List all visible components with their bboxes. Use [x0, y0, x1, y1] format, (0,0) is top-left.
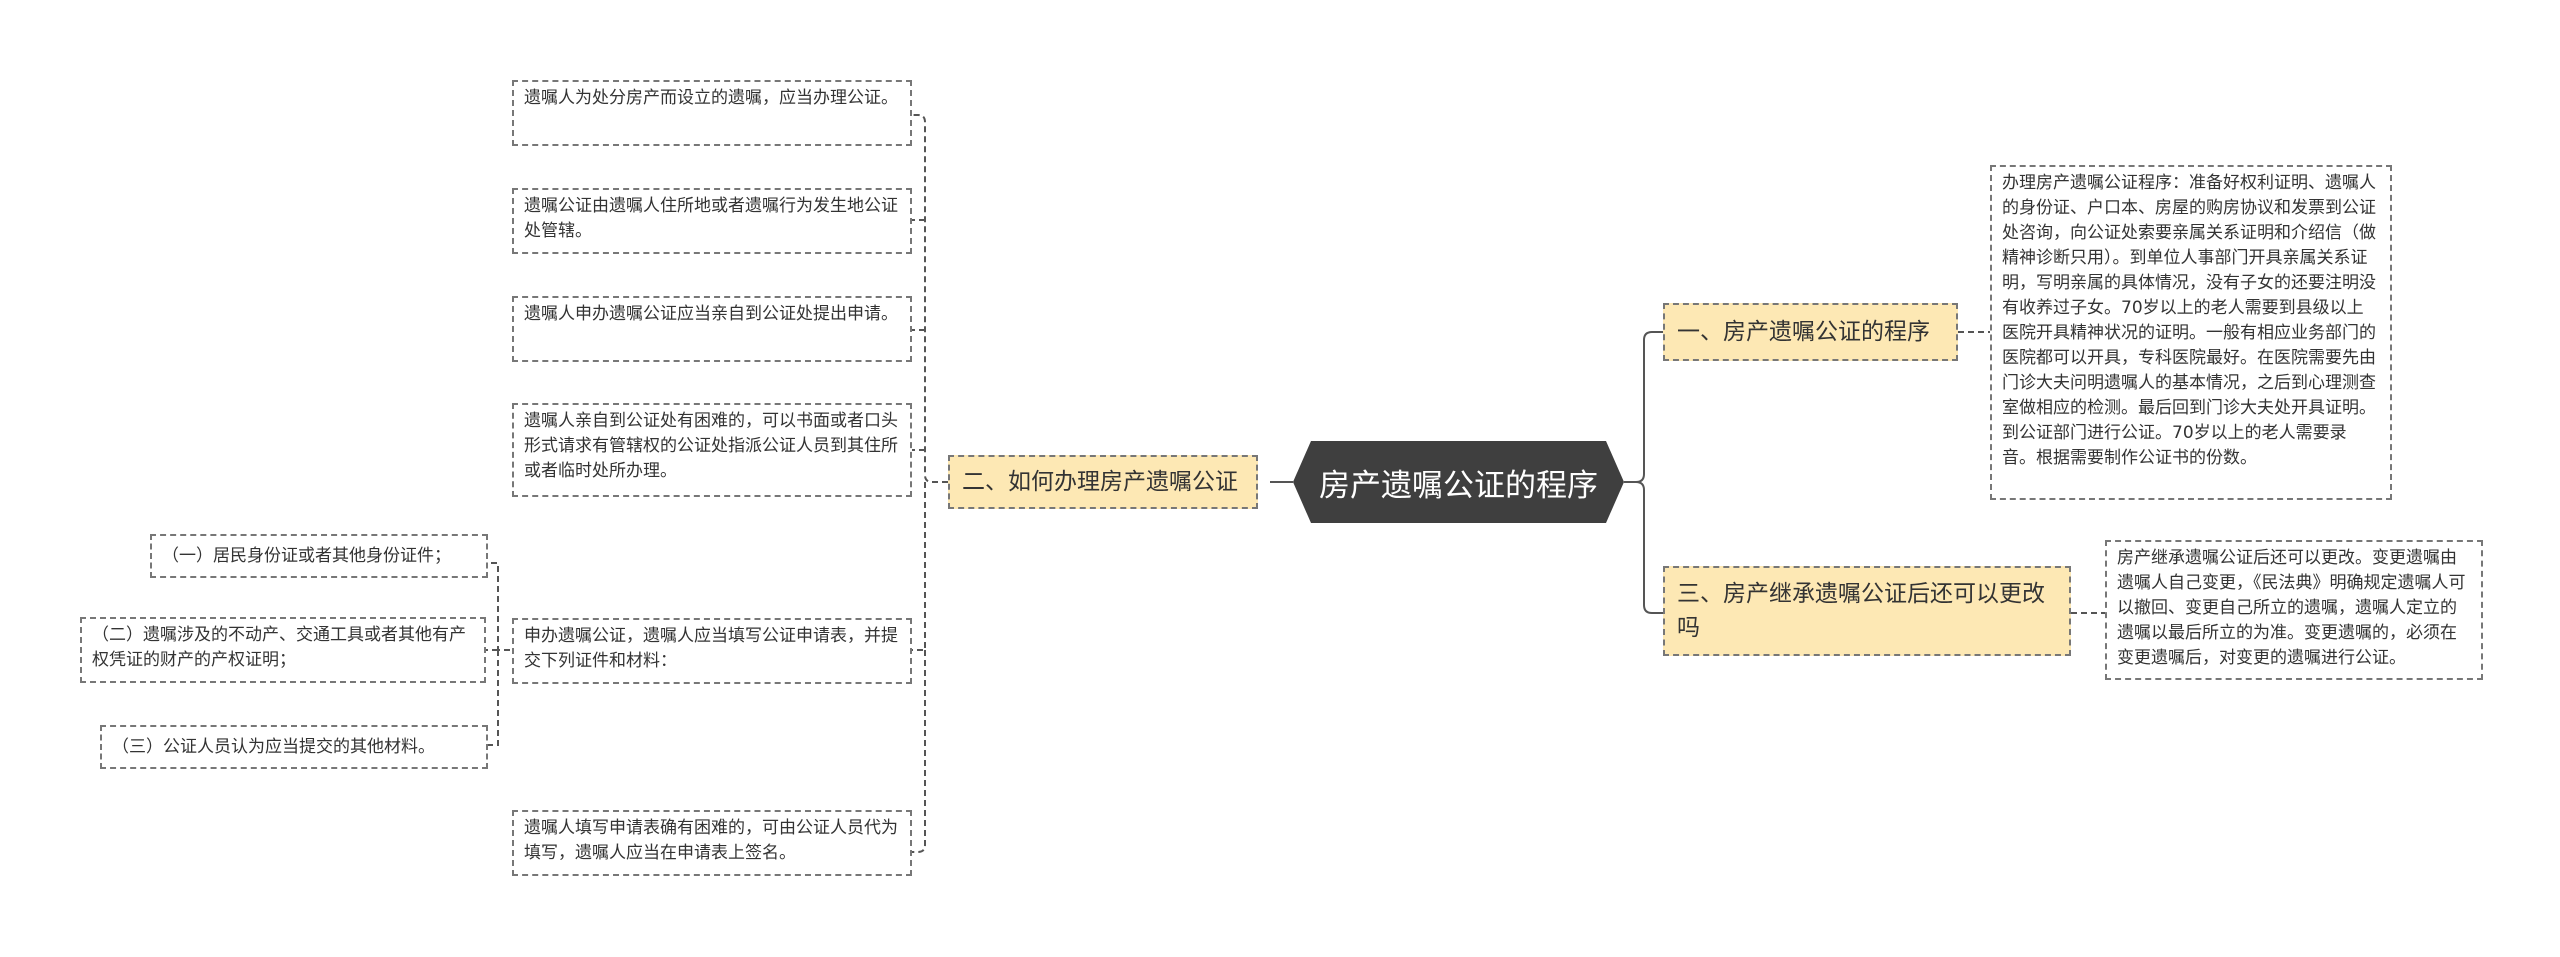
material-item-1-text: （一）居民身份证或者其他身份证件；	[162, 545, 451, 566]
link-item5-material3	[488, 650, 499, 746]
material-item-1[interactable]: （一）居民身份证或者其他身份证件；	[150, 534, 488, 578]
how-item-2[interactable]: 遗嘱公证由遗嘱人住所地或者遗嘱行为发生地公证处管辖。	[512, 188, 912, 254]
branch-procedure-label: 一、房产遗嘱公证的程序	[1677, 319, 1930, 345]
root-topic[interactable]: 房产遗嘱公证的程序	[1293, 441, 1624, 523]
link-how-item6	[912, 650, 926, 853]
branch-how-label: 二、如何办理房产遗嘱公证	[962, 469, 1238, 495]
material-item-2-text: （二）遗嘱涉及的不动产、交通工具或者其他有产权凭证的财产的产权证明；	[92, 625, 466, 670]
root-topic-label: 房产遗嘱公证的程序	[1319, 467, 1598, 504]
link-root-change	[1624, 481, 1663, 614]
branch-how[interactable]: 二、如何办理房产遗嘱公证	[948, 455, 1258, 509]
branch-change-label: 三、房产继承遗嘱公证后还可以更改吗	[1677, 581, 2045, 641]
procedure-detail-note[interactable]: 办理房产遗嘱公证程序：准备好权利证明、遗嘱人的身份证、户口本、房屋的购房协议和发…	[1990, 165, 2392, 500]
how-item-3-text: 遗嘱人申办遗嘱公证应当亲自到公证处提出申请。	[524, 304, 898, 324]
how-item-6-text: 遗嘱人填写申请表确有困难的，可由公证人员代为填写，遗嘱人应当在申请表上签名。	[524, 818, 898, 863]
how-item-1-text: 遗嘱人为处分房产而设立的遗嘱，应当办理公证。	[524, 88, 898, 108]
how-item-4[interactable]: 遗嘱人亲自到公证处有困难的，可以书面或者口头形式请求有管辖权的公证处指派公证人员…	[512, 403, 912, 497]
change-detail-text: 房产继承遗嘱公证后还可以更改。变更遗嘱由遗嘱人自己变更，《民法典》明确规定遗嘱人…	[2117, 548, 2466, 668]
link-item5-material1	[488, 562, 510, 651]
change-detail-note[interactable]: 房产继承遗嘱公证后还可以更改。变更遗嘱由遗嘱人自己变更，《民法典》明确规定遗嘱人…	[2105, 540, 2483, 680]
material-item-3[interactable]: （三）公证人员认为应当提交的其他材料。	[100, 725, 488, 769]
how-item-6[interactable]: 遗嘱人填写申请表确有困难的，可由公证人员代为填写，遗嘱人应当在申请表上签名。	[512, 810, 912, 876]
how-item-2-text: 遗嘱公证由遗嘱人住所地或者遗嘱行为发生地公证处管辖。	[524, 196, 898, 241]
branch-change[interactable]: 三、房产继承遗嘱公证后还可以更改吗	[1663, 566, 2071, 656]
branch-procedure[interactable]: 一、房产遗嘱公证的程序	[1663, 303, 1958, 361]
link-root-procedure	[1624, 331, 1663, 483]
material-item-3-text: （三）公证人员认为应当提交的其他材料。	[112, 736, 435, 757]
link-how-item1	[912, 114, 948, 483]
procedure-detail-text: 办理房产遗嘱公证程序：准备好权利证明、遗嘱人的身份证、户口本、房屋的购房协议和发…	[2002, 173, 2376, 468]
how-item-1[interactable]: 遗嘱人为处分房产而设立的遗嘱，应当办理公证。	[512, 80, 912, 146]
link-how-item5	[912, 482, 926, 651]
how-item-3[interactable]: 遗嘱人申办遗嘱公证应当亲自到公证处提出申请。	[512, 296, 912, 362]
how-item-5[interactable]: 申办遗嘱公证，遗嘱人应当填写公证申请表，并提交下列证件和材料：	[512, 618, 912, 684]
how-item-4-text: 遗嘱人亲自到公证处有困难的，可以书面或者口头形式请求有管辖权的公证处指派公证人员…	[524, 411, 898, 481]
how-item-5-text: 申办遗嘱公证，遗嘱人应当填写公证申请表，并提交下列证件和材料：	[524, 626, 898, 671]
material-item-2[interactable]: （二）遗嘱涉及的不动产、交通工具或者其他有产权凭证的财产的产权证明；	[80, 617, 486, 683]
